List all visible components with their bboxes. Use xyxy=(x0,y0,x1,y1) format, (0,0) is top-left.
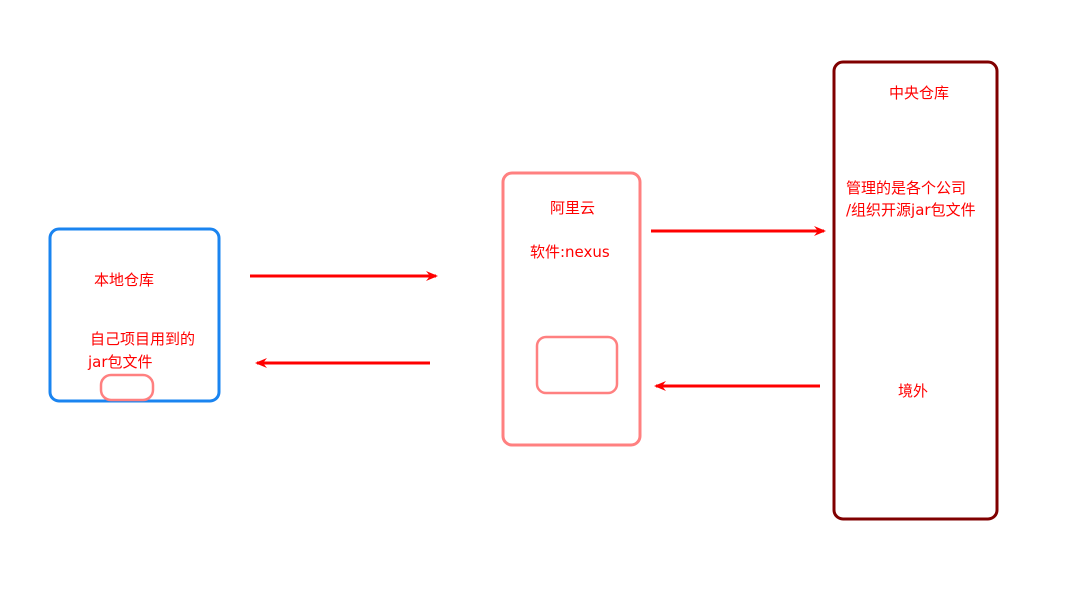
mirror-title: 阿里云 xyxy=(550,199,596,217)
mirror-inner-box xyxy=(535,335,619,395)
local-repo-desc-2: jar包文件 xyxy=(88,353,153,371)
central-desc-2: /组织开源jar包文件 xyxy=(846,200,976,221)
central-repo-box xyxy=(832,60,999,521)
mirror-repo-box xyxy=(501,171,642,447)
local-repo-title: 本地仓库 xyxy=(94,271,155,289)
central-desc-1: 管理的是各个公司 xyxy=(846,179,967,197)
local-jar-box xyxy=(99,373,155,402)
central-note: 境外 xyxy=(898,382,929,400)
mirror-desc: 软件:nexus xyxy=(530,243,610,261)
central-title: 中央仓库 xyxy=(889,84,950,102)
local-repo-desc-1: 自己项目用到的 xyxy=(90,330,196,348)
